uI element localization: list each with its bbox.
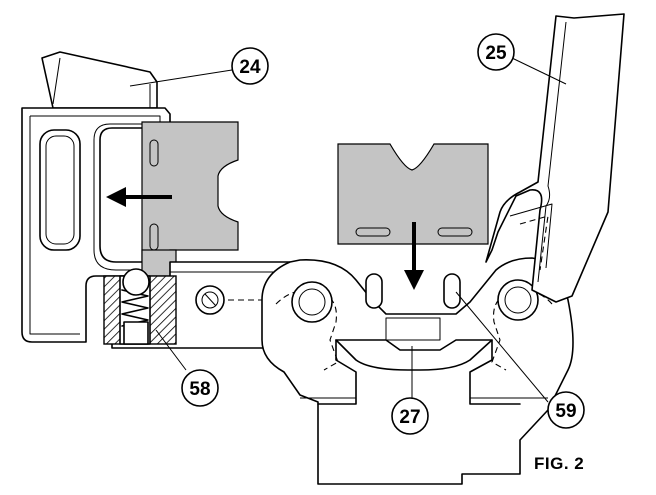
left-pivot-pin <box>291 281 333 323</box>
callout-27: 27 <box>391 397 429 435</box>
left-latch-housing <box>21 51 171 343</box>
callout-58: 58 <box>181 369 219 407</box>
callout-leaders <box>129 57 567 403</box>
callout-59-text: 59 <box>555 401 576 422</box>
center-grey-plunger <box>337 143 489 245</box>
callout-24-text: 24 <box>239 57 261 78</box>
left-grey-block <box>141 121 239 277</box>
callout-24: 24 <box>231 47 269 85</box>
right-pivot-pin <box>497 279 539 321</box>
callout-58-text: 58 <box>189 379 210 400</box>
callout-25-text: 25 <box>485 43 507 64</box>
spring-detent <box>103 268 177 345</box>
callout-27-text: 27 <box>399 407 420 428</box>
release-lever <box>485 13 625 303</box>
figure-label: FIG. 2 <box>534 454 585 473</box>
central-body <box>261 257 574 485</box>
detent-ball <box>122 268 150 296</box>
callout-25: 25 <box>477 33 515 71</box>
housing-slot <box>39 129 81 251</box>
callout-59: 59 <box>547 391 585 429</box>
